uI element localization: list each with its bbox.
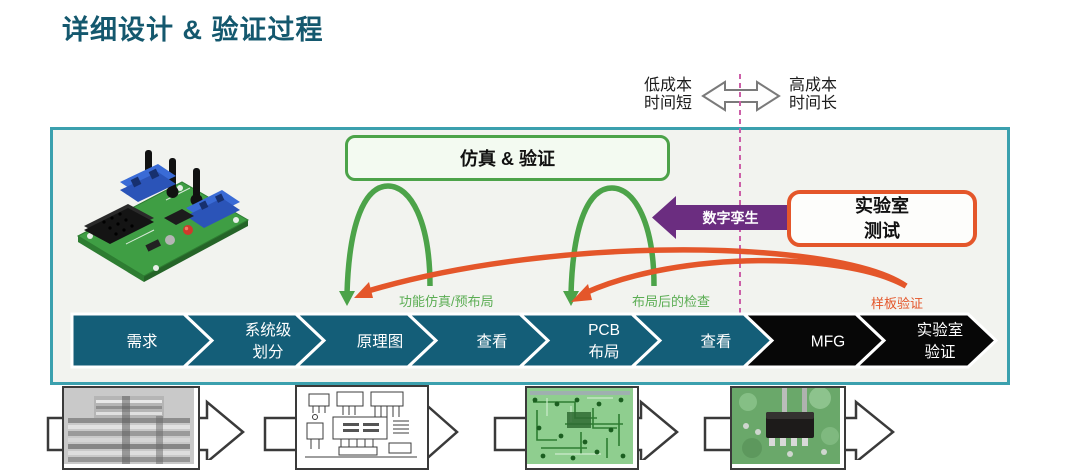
capacitor-icon <box>165 235 175 245</box>
paper-stack-image <box>64 388 194 464</box>
cost-label-high: 高成本 时间长 <box>789 77 838 112</box>
cost-doublearrow-icon <box>701 80 781 112</box>
page-title: 详细设计 & 验证过程 <box>62 15 324 45</box>
digital-twin-label: 数字孪生 <box>702 209 759 226</box>
lab-test-line2: 测试 <box>864 220 900 241</box>
terminal-block-icon <box>186 190 240 228</box>
connector-icon <box>84 204 154 244</box>
red-led-icon <box>183 225 193 235</box>
lab-test-box: 实验室 测试 <box>787 190 977 247</box>
manufacturing-chip-image <box>730 386 846 470</box>
annotation-post-layout-check: 布局后的检查 <box>632 294 711 309</box>
sim-verify-label: 仿真 & 验证 <box>459 149 555 169</box>
schematic-image <box>295 385 429 470</box>
chip-placement-photo <box>732 388 840 464</box>
requirements-document-image <box>62 386 200 470</box>
annotation-functional-sim: 功能仿真/预布局 <box>399 294 494 309</box>
ic-chip-icon <box>164 209 194 225</box>
annotation-sample-verification: 样板验证 <box>871 296 924 311</box>
sim-verify-box: 仿真 & 验证 <box>345 135 670 181</box>
pcb-photo <box>76 150 250 282</box>
pcb-layout-image <box>525 386 639 470</box>
lab-test-line1: 实验室 <box>855 195 909 216</box>
schematic-drawing <box>297 387 423 464</box>
pcb-layout-drawing <box>527 388 633 464</box>
terminal-block-icon <box>120 164 176 202</box>
cost-label-low: 低成本 时间短 <box>644 77 693 112</box>
